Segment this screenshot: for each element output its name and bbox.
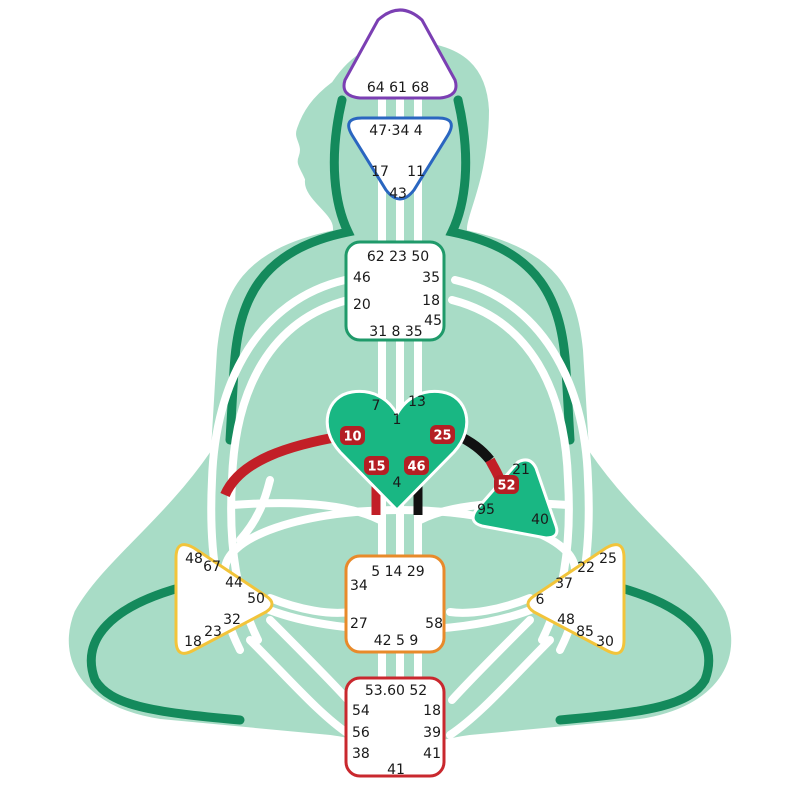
spleen-gate-48: 48 xyxy=(185,551,203,567)
solar-gate-22: 22 xyxy=(577,560,595,576)
root-gate-41-bottom: 41 xyxy=(387,762,405,778)
throat-gate-20: 20 xyxy=(353,297,371,313)
throat-gate-46: 46 xyxy=(353,270,371,286)
ego-badge-52: 52 xyxy=(494,475,519,494)
g-badge-46: 46 xyxy=(404,456,429,475)
sacral-gate-27: 27 xyxy=(350,616,368,632)
spleen-gate-18: 18 xyxy=(184,634,202,650)
ego-gate-95: 95 xyxy=(477,502,495,518)
root-gate-54: 54 xyxy=(352,703,370,719)
svg-text:52: 52 xyxy=(497,479,515,494)
g-badge-10: 10 xyxy=(340,426,365,445)
spleen-gate-23: 23 xyxy=(204,624,222,640)
throat-gate-18: 18 xyxy=(422,293,440,309)
svg-text:25: 25 xyxy=(433,429,451,444)
ajna-gate-11: 11 xyxy=(407,164,425,180)
sacral-gates-top: 5 14 29 xyxy=(371,564,424,580)
g-badge-15: 15 xyxy=(364,456,389,475)
g-gate-1: 1 xyxy=(393,412,402,428)
spleen-gate-44: 44 xyxy=(225,575,243,591)
g-gate-7: 7 xyxy=(372,398,381,414)
throat-gate-35: 35 xyxy=(422,270,440,286)
solar-gate-6: 6 xyxy=(536,592,545,608)
svg-text:10: 10 xyxy=(343,430,361,445)
throat-gate-45: 45 xyxy=(424,313,442,329)
g-badge-25: 25 xyxy=(430,425,455,444)
throat-gates-top: 62 23 50 xyxy=(367,249,429,265)
ajna-gates-top: 47·34 4 xyxy=(369,123,423,139)
g-gate-4: 4 xyxy=(393,475,402,491)
root-gate-39: 39 xyxy=(423,725,441,741)
root-gate-38: 38 xyxy=(352,746,370,762)
solar-gate-85: 85 xyxy=(576,624,594,640)
solar-gate-37: 37 xyxy=(555,576,573,592)
root-gates-top: 53.60 52 xyxy=(365,683,427,699)
root-gate-18: 18 xyxy=(423,703,441,719)
root-gate-56: 56 xyxy=(352,725,370,741)
svg-text:15: 15 xyxy=(367,460,385,475)
spleen-gate-50: 50 xyxy=(247,591,265,607)
spleen-gate-32: 32 xyxy=(223,612,241,628)
head-gates: 64 61 68 xyxy=(367,80,429,96)
ego-gate-40: 40 xyxy=(531,512,549,528)
solar-gate-25: 25 xyxy=(599,551,617,567)
solar-gate-30: 30 xyxy=(596,634,614,650)
solar-gate-48: 48 xyxy=(557,612,575,628)
svg-text:46: 46 xyxy=(407,460,425,475)
throat-gates-bottom: 31 8 35 xyxy=(369,324,422,340)
sacral-gate-58: 58 xyxy=(425,616,443,632)
sacral-gates-bottom: 42 5 9 xyxy=(374,633,419,649)
sacral-gate-34: 34 xyxy=(350,578,368,594)
ajna-gate-17: 17 xyxy=(371,164,389,180)
ajna-gate-43: 43 xyxy=(389,186,407,202)
root-gate-41-right: 41 xyxy=(423,746,441,762)
g-gate-13: 13 xyxy=(408,394,426,410)
spleen-gate-67: 67 xyxy=(203,559,221,575)
